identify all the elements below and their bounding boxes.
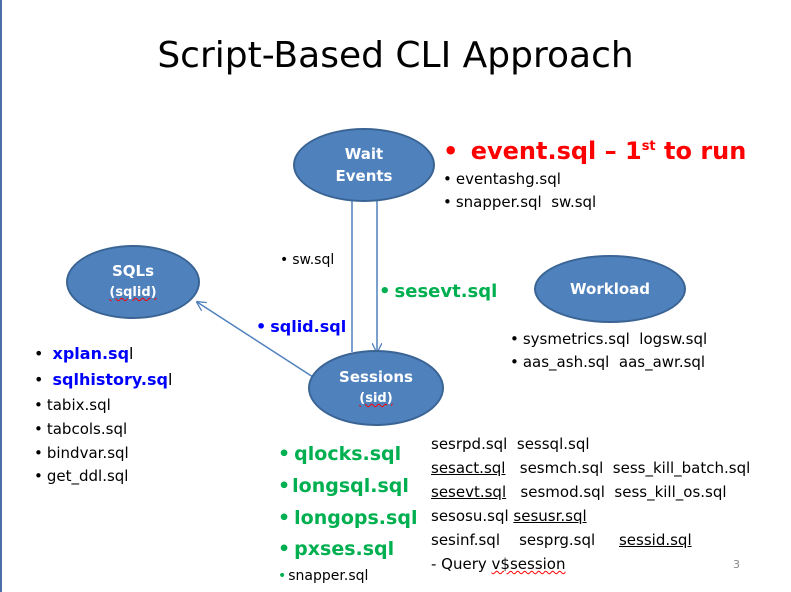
sqls-item-2: tabcols.sql <box>34 417 127 441</box>
node-sqls: SQLs (sqlid) <box>66 245 200 319</box>
node-sqls-line2: (sqlid) <box>109 282 156 304</box>
sessions-green-item-4: pxses.sql <box>278 536 394 562</box>
node-wait-events-line2: Events <box>335 167 393 185</box>
sqls-highlight-1-tail: l <box>129 344 134 363</box>
node-wait-events-line1: Wait <box>344 145 384 163</box>
edge-label-sw-text: sw.sql <box>292 252 335 268</box>
wait-events-headline-sup: st <box>641 139 656 154</box>
wait-events-headline-main: event.sql – 1 <box>470 137 642 165</box>
edge-label-sqlid-text: sqlid.sql <box>270 317 347 336</box>
sessions-row-2-link: sesact.sql <box>431 459 506 477</box>
node-sessions-sid: (sid) <box>359 391 393 406</box>
sqls-highlight-2: sqlhistory.sql <box>34 368 173 392</box>
sessions-green-item-2-text: longsql.sql <box>292 475 409 497</box>
sessions-row-4-link: sesusr.sql <box>513 507 587 525</box>
sqls-highlight-2-main: sqlhistory.sq <box>52 370 168 389</box>
sessions-row-6-vsession: v$session <box>491 555 566 573</box>
sqls-highlight-2-tail: l <box>167 370 173 389</box>
node-sessions: Sessions (sid) <box>308 350 444 426</box>
arrow-sessions-to-sqls <box>197 302 314 378</box>
sessions-green-item-1: qlocks.sql <box>278 441 401 467</box>
slide-title: Script-Based CLI Approach <box>157 35 634 76</box>
sessions-row-1: sesrpd.sql sessql.sql <box>431 435 590 453</box>
edge-label-sqlid: sqlid.sql <box>256 315 346 339</box>
sessions-row-2: sesact.sql sesmch.sql sess_kill_batch.sq… <box>431 456 750 480</box>
wait-events-headline: event.sql – 1st to run <box>443 130 747 168</box>
sessions-snapper-text: snapper.sql <box>288 568 369 584</box>
node-wait-events: Wait Events <box>293 128 435 202</box>
sessions-green-item-2: •longsql.sql <box>278 475 409 497</box>
edge-label-sesevt: sesevt.sql <box>379 280 498 304</box>
sessions-row-3-rest: sesmod.sql sess_kill_os.sql <box>506 483 727 501</box>
sessions-row-5-a: sesinf.sql sesprg.sql <box>431 531 619 549</box>
node-sqls-line1: SQLs <box>111 262 155 280</box>
workload-item-2: aas_ash.sql aas_awr.sql <box>510 350 705 374</box>
sessions-row-5: sesinf.sql sesprg.sql sessid.sql <box>431 528 692 552</box>
edge-label-sesevt-text: sesevt.sql <box>394 281 498 302</box>
sessions-row-4-a: sesosu.sql <box>431 507 514 525</box>
sqls-item-1: tabix.sql <box>34 393 111 417</box>
node-sessions-line1: Sessions <box>339 368 413 386</box>
sqls-highlight-1: xplan.sql <box>34 342 134 366</box>
node-sqls-sqlid: (sqlid) <box>109 285 157 300</box>
sessions-row-3-link: sesevt.sql <box>431 483 507 501</box>
page-number: 3 <box>733 558 740 571</box>
node-workload: Workload <box>534 255 686 323</box>
wait-events-item-1: eventashg.sql <box>443 167 561 191</box>
sessions-row-3: sesevt.sql sesmod.sql sess_kill_os.sql <box>431 480 727 504</box>
wait-events-headline-tail: to run <box>655 137 747 165</box>
node-workload-label: Workload <box>570 280 650 298</box>
node-sessions-line2: (sid) <box>359 388 392 410</box>
left-edge-rule <box>0 0 2 592</box>
edge-label-sw: sw.sql <box>280 248 334 272</box>
sessions-row-4: sesosu.sql sesusr.sql <box>431 504 587 528</box>
sessions-row-6: - Query v$session <box>431 552 566 576</box>
sqls-highlight-1-main: xplan.sq <box>52 344 130 363</box>
sessions-row-2-rest: sesmch.sql sess_kill_batch.sql <box>505 459 751 477</box>
sqls-item-3: bindvar.sql <box>34 441 129 465</box>
sessions-green-item-3: longops.sql <box>278 505 417 531</box>
sessions-snapper: •snapper.sql <box>278 568 369 584</box>
sessions-row-5-link: sessid.sql <box>618 531 692 549</box>
sqls-item-4: get_ddl.sql <box>34 464 129 488</box>
sessions-row-6-a: - Query <box>431 555 492 573</box>
workload-item-1: sysmetrics.sql logsw.sql <box>510 327 707 351</box>
wait-events-item-2: snapper.sql sw.sql <box>443 190 596 214</box>
